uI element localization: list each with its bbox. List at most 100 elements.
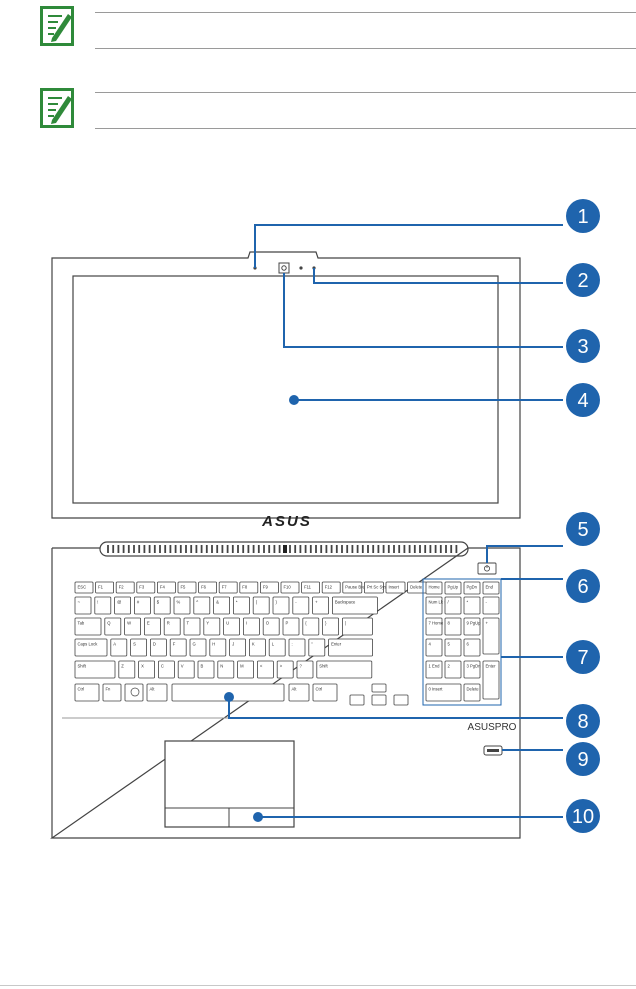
letter-key: > — [276, 660, 294, 679]
svg-text:N: N — [220, 664, 223, 669]
windows-key-icon — [130, 687, 140, 697]
svg-text:C: C — [161, 664, 164, 669]
callout-badge — [566, 512, 600, 546]
function-key: F12 — [321, 581, 341, 594]
callout-badge — [566, 799, 600, 833]
modifier-key: Ctrl — [74, 683, 100, 702]
svg-text:Tab: Tab — [78, 621, 85, 626]
callout-2: 2 — [313, 263, 600, 297]
svg-text:Fn: Fn — [106, 687, 112, 692]
svg-text:4: 4 — [429, 642, 432, 647]
letter-key: S — [130, 638, 148, 657]
function-key: F9 — [259, 581, 279, 594]
svg-text:-: - — [295, 600, 297, 605]
letter-key: W — [124, 617, 141, 636]
svg-text:X: X — [141, 664, 144, 669]
letter-key: M — [237, 660, 255, 679]
letter-key: Z — [118, 660, 136, 679]
number-key: + — [312, 596, 330, 615]
svg-text:U: U — [226, 621, 229, 626]
number-key: ~ — [74, 596, 92, 615]
svg-text:F8: F8 — [242, 585, 248, 590]
function-key: Delete — [407, 581, 428, 594]
svg-text:1 End: 1 End — [429, 664, 441, 669]
svg-text:I: I — [246, 621, 247, 626]
svg-text:Z: Z — [121, 664, 124, 669]
svg-text:F6: F6 — [201, 585, 207, 590]
letter-key: U — [223, 617, 241, 636]
svg-text:F11: F11 — [304, 585, 312, 590]
asus-logo-text: ASUS — [261, 513, 312, 530]
svg-text:M: M — [240, 664, 244, 669]
number-key: - — [292, 596, 310, 615]
callout-number: 2 — [577, 270, 588, 292]
letter-key: B — [197, 660, 215, 679]
svg-text:6: 6 — [467, 642, 470, 647]
number-key: ! — [94, 596, 112, 615]
number-key: % — [173, 596, 191, 615]
svg-text:Backspace: Backspace — [335, 600, 356, 605]
svg-text:E: E — [147, 621, 150, 626]
svg-text:Ctrl: Ctrl — [316, 687, 323, 692]
function-key: F10 — [280, 581, 300, 594]
letter-key: ? — [296, 660, 314, 679]
callout-badge — [566, 704, 600, 738]
numpad-key: 3 PgDn — [463, 660, 481, 679]
svg-text:F7: F7 — [222, 585, 228, 590]
svg-text:9 PgUp: 9 PgUp — [467, 621, 482, 626]
numpad-key: - — [482, 596, 500, 615]
numpad-key: 1 End — [425, 660, 443, 679]
svg-text:Delete: Delete — [410, 585, 423, 590]
svg-text:V: V — [181, 664, 184, 669]
number-key: ) — [272, 596, 290, 615]
function-key: ESC — [74, 581, 94, 594]
letter-key: | — [341, 617, 373, 636]
svg-text:+: + — [486, 621, 489, 626]
svg-text:Prt Sc SysRq: Prt Sc SysRq — [367, 585, 393, 590]
callout-number: 8 — [577, 711, 588, 733]
svg-text:A: A — [113, 642, 116, 647]
svg-text:@: @ — [117, 600, 121, 605]
letter-key: O — [262, 617, 280, 636]
letter-key: X — [138, 660, 156, 679]
letter-key: Tab — [74, 617, 102, 636]
letter-key: J — [229, 638, 247, 657]
svg-text:S: S — [133, 642, 136, 647]
note-bottom-rule — [95, 48, 636, 49]
modifier-key — [124, 683, 144, 702]
svg-text:F1: F1 — [98, 585, 104, 590]
svg-text:Num Lk Scr Lk: Num Lk Scr Lk — [429, 600, 457, 605]
asuspro-label: ASUSPRO — [468, 722, 517, 733]
letter-key: H — [209, 638, 227, 657]
camera-indicator — [299, 266, 303, 270]
letter-key: Y — [203, 617, 221, 636]
svg-text:Pause Break: Pause Break — [345, 585, 370, 590]
svg-text:}: } — [325, 621, 327, 626]
arrow-key-up — [371, 683, 387, 693]
letter-key: F — [169, 638, 187, 657]
svg-text:5: 5 — [448, 642, 451, 647]
svg-text:ESC: ESC — [78, 585, 87, 590]
letter-key: E — [143, 617, 161, 636]
numpad-outline — [422, 578, 502, 706]
numpad-key: 7 Home — [425, 617, 444, 636]
navigation-key: PgUp — [444, 581, 462, 595]
modifier-key: Alt — [288, 683, 310, 702]
letter-key: N — [217, 660, 235, 679]
svg-text:PgDn: PgDn — [467, 585, 478, 590]
note-pencil-icon — [40, 88, 74, 128]
navigation-key: End — [482, 581, 500, 595]
letter-key: : — [288, 638, 306, 657]
function-key: F3 — [136, 581, 156, 594]
navigation-key: Home — [425, 581, 443, 595]
svg-text:%: % — [177, 600, 181, 605]
svg-text:J: J — [232, 642, 234, 647]
svg-text:#: # — [137, 600, 140, 605]
callout-1: 1 — [254, 199, 600, 268]
number-key: Backspace — [331, 596, 378, 615]
svg-text:+: + — [315, 600, 318, 605]
letter-key: D — [149, 638, 167, 657]
svg-text:End: End — [486, 585, 494, 590]
